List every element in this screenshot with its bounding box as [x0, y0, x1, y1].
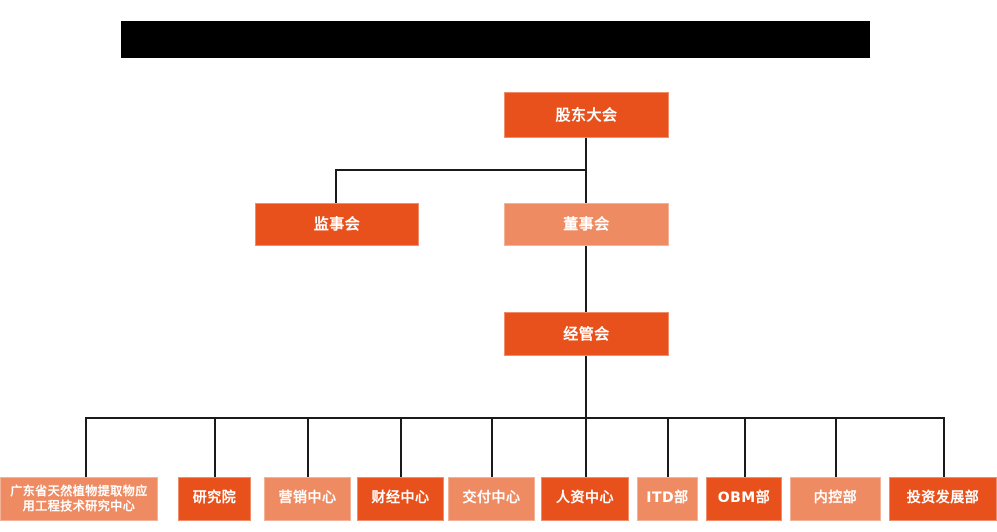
node-marketing-center[interactable]: 营销中心: [264, 477, 351, 521]
connector-dept-5: [491, 417, 493, 477]
node-label: ITD部: [646, 490, 689, 507]
node-itd-department[interactable]: ITD部: [637, 477, 698, 521]
connector-dept-7: [667, 417, 669, 477]
node-label: 经管会: [563, 324, 610, 343]
node-delivery-center[interactable]: 交付中心: [448, 477, 535, 521]
node-board-of-supervisors[interactable]: 监事会: [255, 203, 419, 246]
node-label: 研究院: [192, 490, 237, 507]
connector-dept-6: [585, 417, 587, 477]
connector-dept-4: [400, 417, 402, 477]
connector-dept-1: [85, 417, 87, 477]
redacted-title-bar: [121, 21, 870, 58]
node-label: 广东省天然植物提取物应 用工程技术研究中心: [10, 484, 148, 513]
connector-directors-management: [585, 245, 587, 313]
connector-department-bus: [85, 417, 944, 419]
node-label: 人资中心: [556, 490, 614, 507]
connector-supervisors-up: [335, 169, 337, 204]
node-investment-development-department[interactable]: 投资发展部: [889, 477, 997, 521]
node-label: 监事会: [313, 215, 361, 234]
node-hr-center[interactable]: 人资中心: [541, 477, 629, 521]
node-label: OBM部: [717, 490, 771, 507]
connector-level2-bus: [335, 169, 587, 171]
node-guangdong-natural-plant-extract-engineering-center[interactable]: 广东省天然植物提取物应 用工程技术研究中心: [0, 477, 158, 521]
connector-management-down: [585, 356, 587, 419]
node-finance-center[interactable]: 财经中心: [357, 477, 444, 521]
node-internal-control-department[interactable]: 内控部: [790, 477, 881, 521]
connector-dept-8: [744, 417, 746, 477]
connector-dept-10: [943, 417, 945, 477]
node-shareholders-meeting[interactable]: 股东大会: [504, 92, 669, 138]
node-label: 内控部: [813, 490, 858, 507]
node-label: 股东大会: [555, 105, 618, 124]
node-board-of-directors[interactable]: 董事会: [504, 203, 669, 246]
node-obm-department[interactable]: OBM部: [706, 477, 782, 521]
node-label: 董事会: [563, 215, 610, 234]
connector-dept-3: [307, 417, 309, 477]
connector-dept-2: [214, 417, 216, 477]
node-label: 投资发展部: [906, 490, 980, 507]
node-label: 营销中心: [278, 490, 337, 507]
connector-dept-9: [835, 417, 837, 477]
node-label: 交付中心: [462, 490, 521, 507]
node-research-institute[interactable]: 研究院: [178, 477, 251, 521]
connector-directors-up: [585, 169, 587, 204]
connector-shareholders-down: [585, 138, 587, 170]
node-management-committee[interactable]: 经管会: [504, 312, 669, 356]
node-label: 财经中心: [371, 490, 430, 507]
